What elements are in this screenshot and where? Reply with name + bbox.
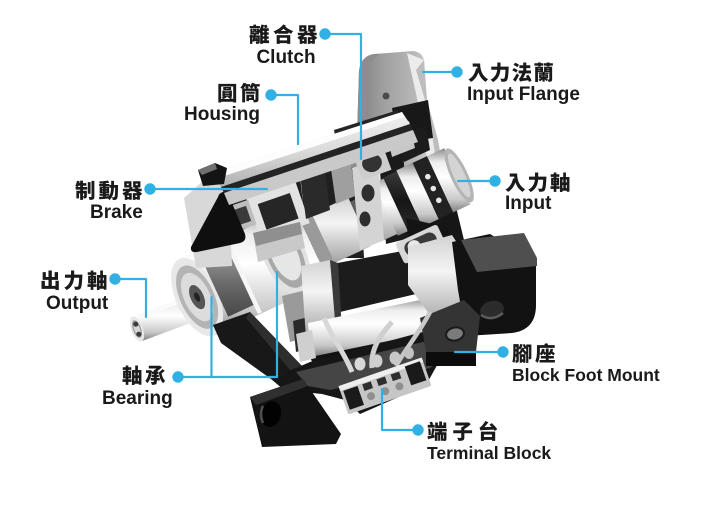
svg-text:Brake: Brake [90,202,143,223]
svg-text:Input Flange: Input Flange [467,84,580,105]
svg-text:Input: Input [505,193,552,214]
svg-text:Clutch: Clutch [256,47,315,68]
svg-text:Block Foot Mount: Block Foot Mount [512,365,660,385]
svg-text:Housing: Housing [184,104,260,125]
svg-text:Bearing: Bearing [102,388,173,409]
svg-text:Terminal Block: Terminal Block [427,443,551,463]
svg-text:Output: Output [46,293,109,314]
